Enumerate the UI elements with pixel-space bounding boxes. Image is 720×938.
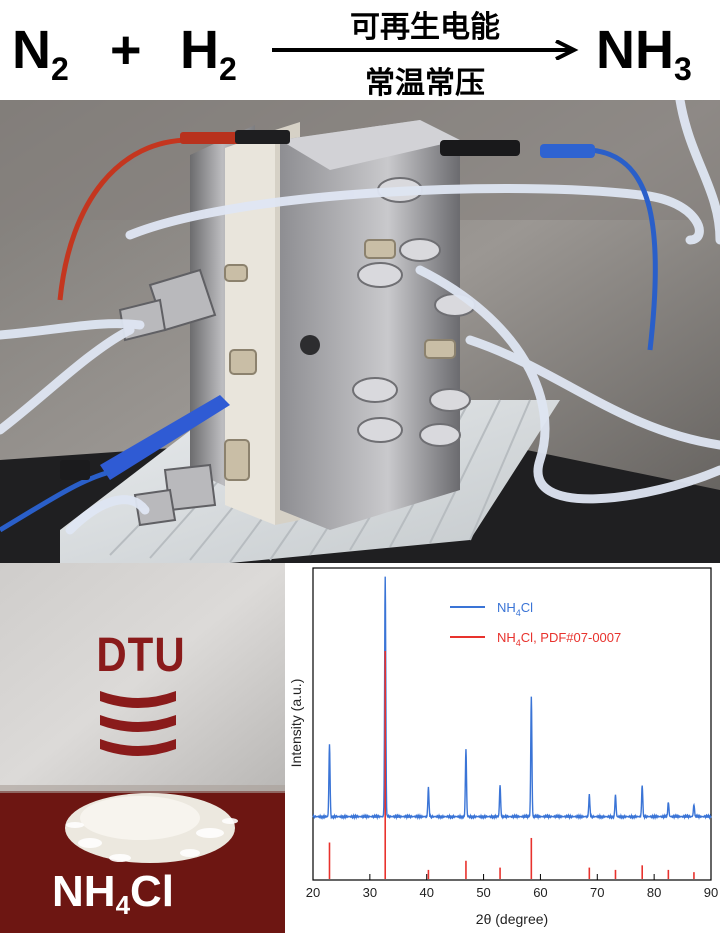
- plot-frame: [312, 567, 712, 881]
- legend-label-reference: NH4Cl, PDF#07-0007: [497, 630, 621, 648]
- reactant-h2: H2: [180, 20, 237, 87]
- xrd-chart-svg: 20 30 40 50 60 70 80 90 2θ (degree) Intensity (…: [288, 567, 718, 927]
- y-axis-label: Intensity (a.u.): [288, 679, 304, 768]
- dtu-logo-icon: [100, 691, 176, 756]
- xrd-chart: 20 30 40 50 60 70 80 90 2θ (degree) Intensity (…: [285, 563, 720, 933]
- x-axis-label: 2θ (degree): [476, 911, 548, 927]
- x-tick-label: 70: [590, 885, 604, 900]
- condition-top-label: 可再生电能: [350, 10, 500, 45]
- electrolyzer-photo: [0, 100, 720, 563]
- x-tick-label: 60: [533, 885, 547, 900]
- reaction-arrow-icon: [272, 40, 579, 60]
- nh4cl-product-label: NH4Cl: [52, 867, 175, 920]
- nh4cl-sample-photo: DTU NH4Cl: [0, 563, 285, 933]
- reactant-n2: N2: [12, 20, 69, 87]
- condition-bottom-label: 常温常压: [365, 66, 485, 101]
- plus-sign: +: [110, 20, 142, 80]
- dtu-logo-text: DTU: [96, 627, 186, 682]
- x-tick-label: 30: [363, 885, 377, 900]
- legend-label-measured: NH4Cl: [497, 600, 533, 618]
- reaction-equation-banner: N2 + H2 可再生电能 常温常压 NH3: [0, 0, 720, 101]
- x-tick-label: 20: [306, 885, 320, 900]
- x-tick-label: 80: [647, 885, 661, 900]
- x-tick-label: 40: [419, 885, 433, 900]
- measured-pattern-line: [312, 576, 712, 821]
- x-tick-label: 90: [704, 885, 718, 900]
- product-nh3: NH3: [596, 20, 692, 87]
- x-tick-label: 50: [476, 885, 490, 900]
